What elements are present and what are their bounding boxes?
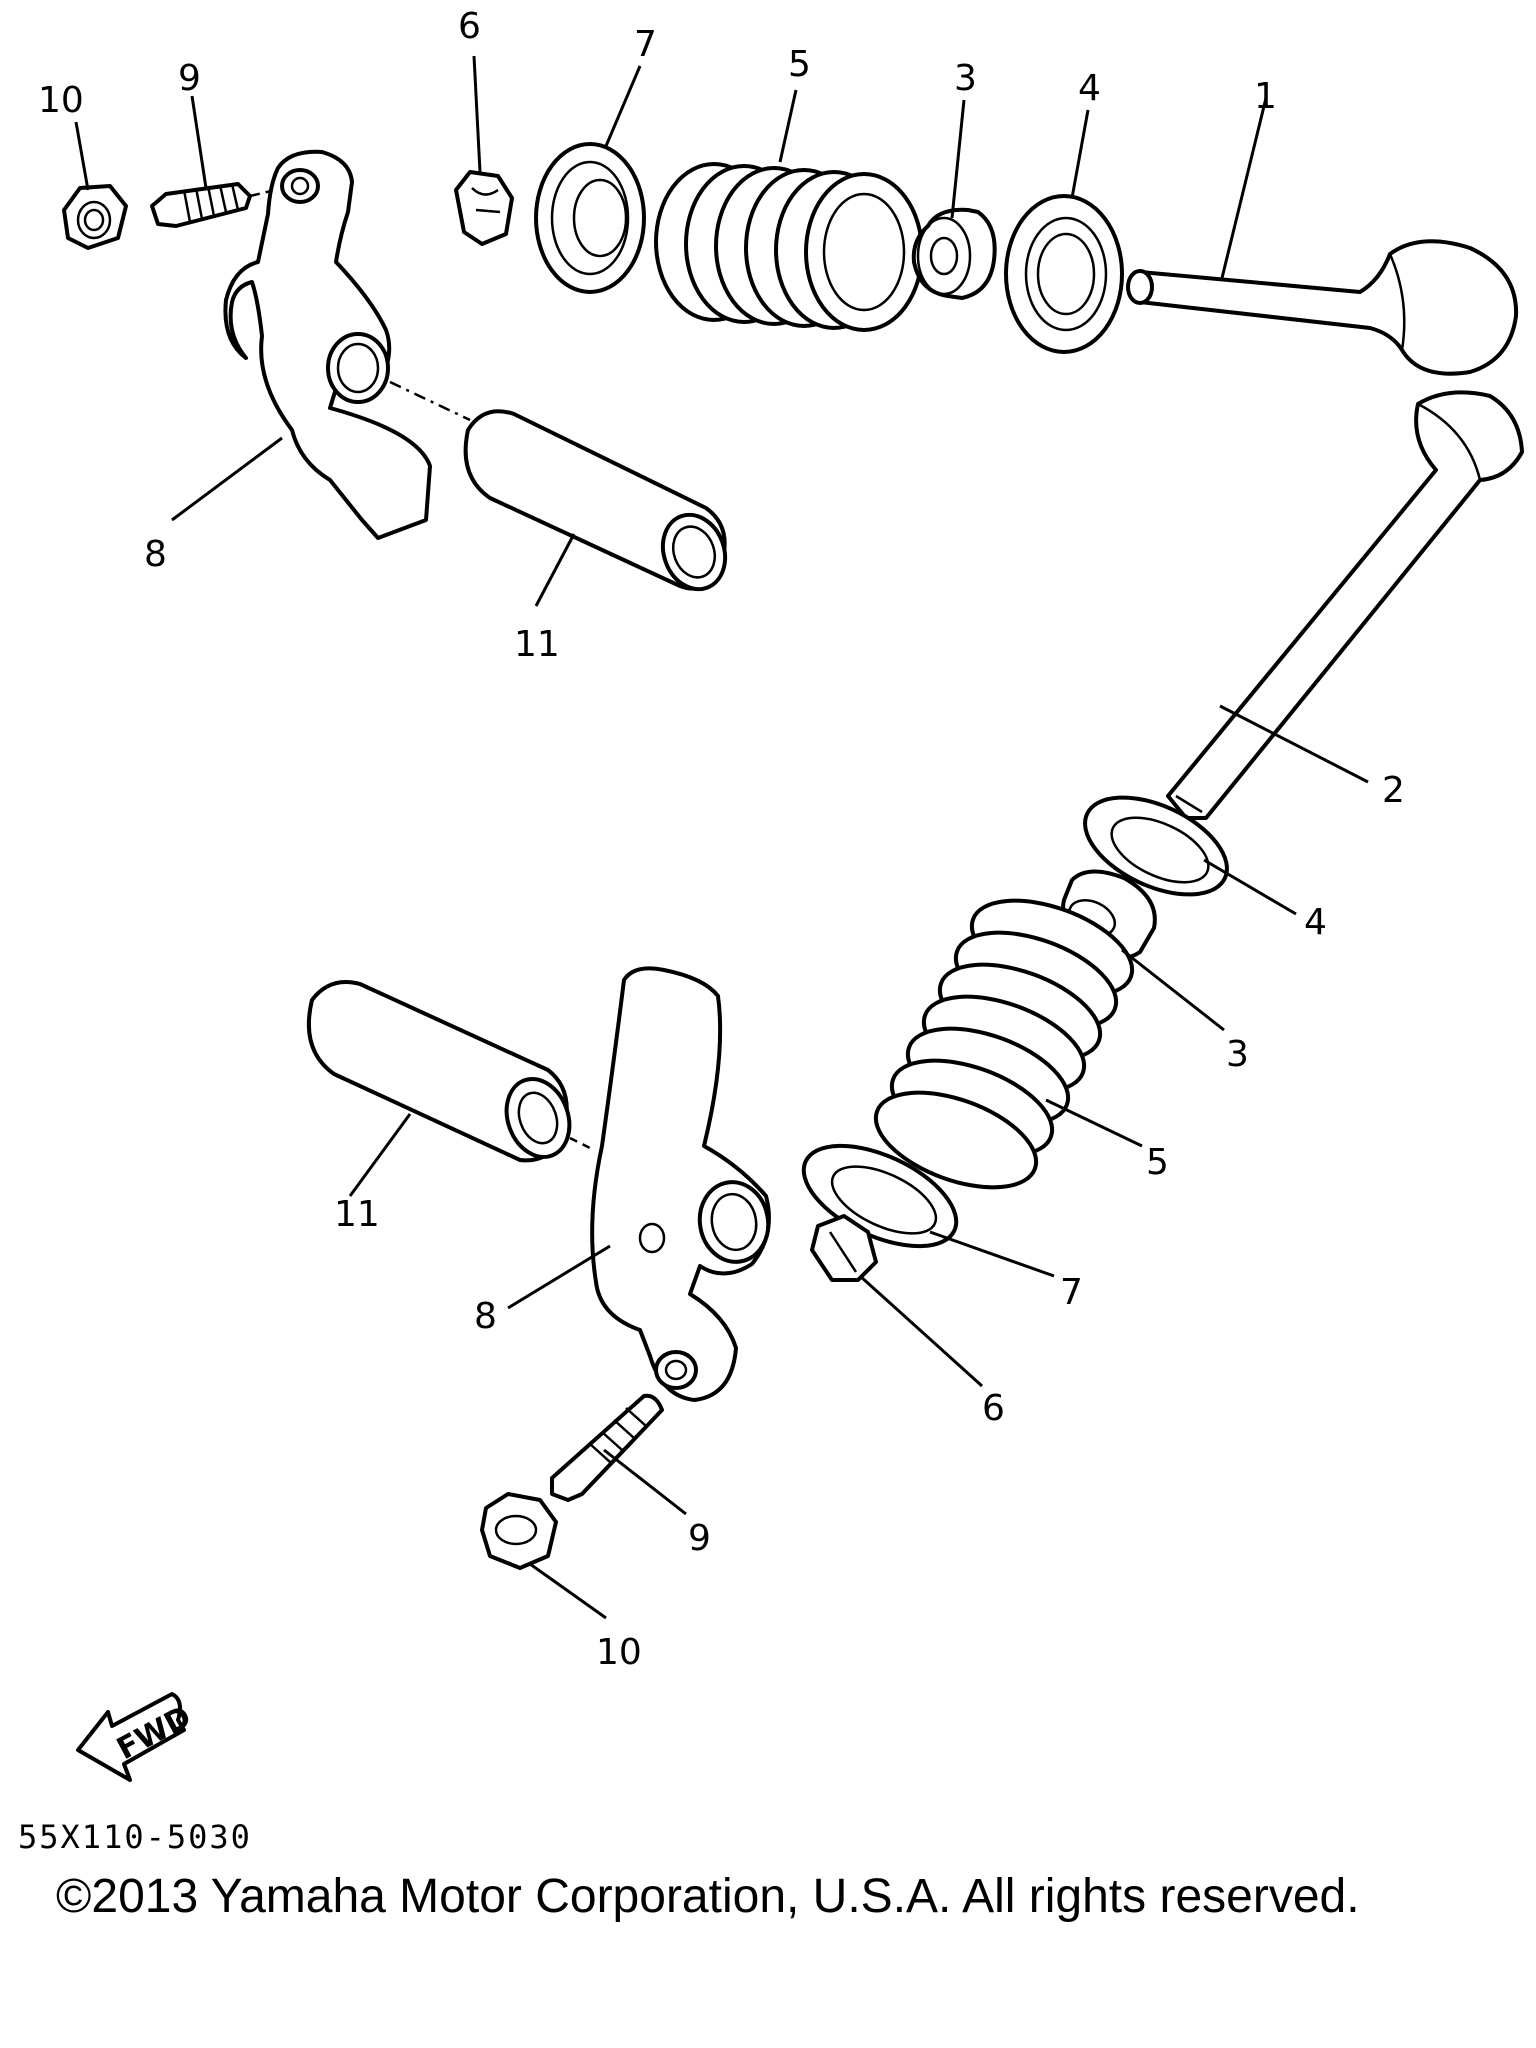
- diagram-code: 55X110-5030: [18, 1818, 252, 1856]
- callout-3-top: 3: [954, 58, 977, 99]
- nut-bottom: [480, 1492, 558, 1570]
- callout-1-top: 1: [1254, 76, 1277, 117]
- callout-9-top: 9: [178, 58, 201, 99]
- callout-11-bottom: 11: [334, 1194, 380, 1235]
- callout-8-bottom: 8: [474, 1296, 497, 1337]
- callout-labels: 10 9 6 7 5 3 4 1 8 11 2 4 3 5 7 6 11 8 9…: [38, 6, 1405, 1673]
- leader-lines: [74, 55, 1369, 1620]
- callout-6-right: 6: [982, 1388, 1005, 1429]
- rocker-shaft-bottom: [306, 980, 595, 1163]
- valve-spring-right: [873, 898, 1135, 1190]
- callout-2-right: 2: [1382, 770, 1405, 811]
- callout-3-right: 3: [1226, 1034, 1249, 1075]
- callout-8-top: 8: [144, 534, 167, 575]
- callout-10-top: 10: [38, 80, 84, 121]
- rocker-shaft-top: [463, 409, 728, 592]
- spring-seat-top: [1004, 194, 1124, 354]
- rocker-arm-top: [223, 149, 471, 540]
- callout-5-right: 5: [1146, 1142, 1169, 1183]
- callout-4-right: 4: [1304, 902, 1327, 943]
- valve-cotter-right: [810, 1214, 878, 1282]
- adjusting-screw-bottom: [550, 1393, 664, 1502]
- valve-spring-top: [654, 162, 924, 332]
- callout-9-bottom: 9: [688, 1518, 711, 1559]
- callout-7-right: 7: [1060, 1272, 1083, 1313]
- callout-10-bottom: 10: [596, 1632, 642, 1673]
- nut-top: [62, 184, 128, 250]
- copyright-notice: ©2013 Yamaha Motor Corporation, U.S.A. A…: [56, 1870, 1360, 1923]
- callout-11-top: 11: [514, 624, 560, 665]
- fwd-arrow-icon: FWD: [76, 1692, 197, 1782]
- callout-6-top: 6: [458, 6, 481, 47]
- callout-4-top: 4: [1078, 68, 1101, 109]
- callout-7-top: 7: [634, 24, 657, 65]
- rocker-arm-bottom: [590, 966, 771, 1402]
- spring-retainer-top: [534, 142, 646, 294]
- spring-seat-right: [1083, 795, 1229, 897]
- valve-cotter-top: [454, 170, 514, 246]
- exhaust-valve: [1166, 390, 1524, 820]
- intake-valve: [1126, 239, 1519, 376]
- valve-stem-seal-top: [911, 207, 997, 300]
- callout-5-top: 5: [788, 44, 811, 85]
